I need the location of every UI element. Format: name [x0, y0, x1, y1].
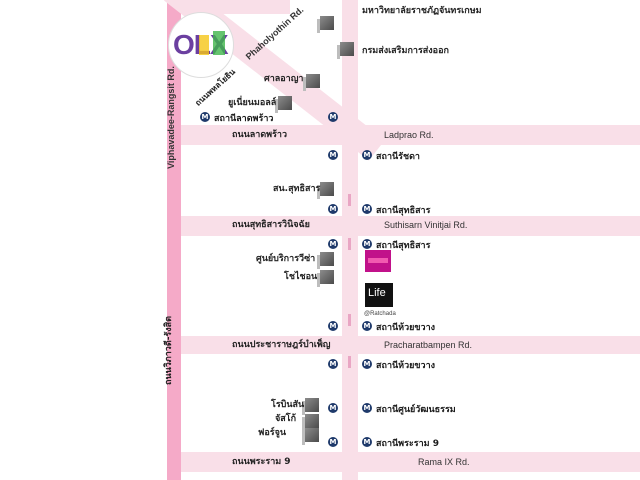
- rama9-road: [181, 452, 640, 472]
- viphavadee-road: [167, 0, 181, 480]
- visa-center-building-icon: [317, 252, 334, 269]
- station-suthisarn-1: สถานีสุทธิสาร: [376, 206, 431, 216]
- life-brand-text: Life: [368, 287, 386, 299]
- rama9-label-th: ถนนพระราม 9: [232, 457, 291, 467]
- metro-icon: M: [362, 359, 372, 369]
- olx-logo: OLX: [168, 12, 234, 78]
- metro-icon: M: [328, 403, 338, 413]
- robinson-building-icon: [302, 398, 319, 415]
- station-huaikhwang-1: สถานีห้วยขวาง: [376, 323, 436, 333]
- ladprao-label-th: ถนนลาดพร้าว: [232, 130, 288, 140]
- ladprao-road: [181, 125, 640, 145]
- suthisarn-label-th: ถนนสุทธิสารวินิจฉัย: [232, 220, 310, 230]
- metro-icon: M: [362, 239, 372, 249]
- station-ladprao: สถานีลาดพร้าว: [214, 114, 274, 124]
- viphavadee-label-th: ถนนวิภาวดี-รังสิต: [164, 316, 174, 385]
- station-ratchada: สถานีรัชดา: [376, 152, 420, 162]
- pracharat-road: [181, 336, 640, 354]
- metro-icon: M: [362, 403, 372, 413]
- metro-icon: M: [200, 112, 210, 122]
- university-label: มหาวิทยาลัยราชภัฏจันทรเกษม: [362, 6, 482, 16]
- station-rama9: สถานีพระราม 9: [376, 439, 439, 449]
- court-building-icon: [303, 74, 320, 91]
- court-label: ศาลอาญา: [264, 74, 304, 84]
- viphavadee-label-en: Viphavadee-Rangsit Rd.: [165, 66, 176, 169]
- metro-icon: M: [328, 239, 338, 249]
- phaholyothin-road-upper: [200, 0, 290, 14]
- metro-icon: M: [362, 437, 372, 447]
- visa-center-label: ศูนย์บริการวีซ่า: [256, 254, 316, 264]
- metro-icon: M: [328, 321, 338, 331]
- police-building-icon: [317, 182, 334, 199]
- union-mall-label: ยูเนี่ยนมอลล์: [228, 98, 277, 108]
- metro-icon: M: [362, 150, 372, 160]
- pink-brand-logo: [365, 250, 391, 272]
- university-building-icon: [317, 16, 334, 33]
- police-label: สน.สุทธิสาร: [273, 184, 321, 194]
- metro-icon: M: [328, 204, 338, 214]
- jobdb-building-icon: [317, 270, 334, 287]
- life-brand-logo: Life: [365, 283, 393, 307]
- suthisarn-road: [181, 216, 640, 236]
- jobdb-label: โชไชอน: [284, 272, 318, 282]
- export-dept-building-icon: [337, 42, 354, 59]
- olx-logo-accent-2: [213, 31, 225, 55]
- life-brand-subtext: @Ratchada: [364, 311, 396, 317]
- fortune-label: ฟอร์จูน: [258, 428, 287, 438]
- jusco-building-icon: [302, 414, 319, 431]
- metro-icon: M: [362, 204, 372, 214]
- metro-icon: M: [328, 112, 338, 122]
- union-mall-building-icon: [275, 96, 292, 113]
- station-suthisarn-2: สถานีสุทธิสาร: [376, 241, 431, 251]
- station-flag-icon: [348, 194, 351, 206]
- fortune-building-icon: [302, 428, 319, 445]
- station-cultural: สถานีศูนย์วัฒนธรรม: [376, 405, 456, 415]
- jusco-label: จัสโก้: [275, 414, 297, 424]
- robinson-label: โรบินสัน: [271, 400, 305, 410]
- metro-icon: M: [362, 321, 372, 331]
- station-flag-icon: [348, 238, 351, 250]
- pracharat-label-en: Pracharatbampen Rd.: [384, 340, 473, 350]
- station-huaikhwang-2: สถานีห้วยขวาง: [376, 361, 436, 371]
- station-flag-icon: [348, 314, 351, 326]
- ladprao-label-en: Ladprao Rd.: [384, 130, 434, 140]
- pracharat-label-th: ถนนประชาราษฎร์บำเพ็ญ: [232, 340, 331, 350]
- suthisarn-label-en: Suthisarn Vinitjai Rd.: [384, 220, 468, 230]
- rama9-label-en: Rama IX Rd.: [418, 457, 470, 467]
- station-flag-icon: [348, 356, 351, 368]
- olx-logo-accent: [199, 35, 209, 55]
- pink-brand-strip: [368, 258, 388, 263]
- metro-icon: M: [328, 359, 338, 369]
- metro-icon: M: [328, 437, 338, 447]
- metro-icon: M: [328, 150, 338, 160]
- export-dept-label: กรมส่งเสริมการส่งออก: [362, 46, 449, 56]
